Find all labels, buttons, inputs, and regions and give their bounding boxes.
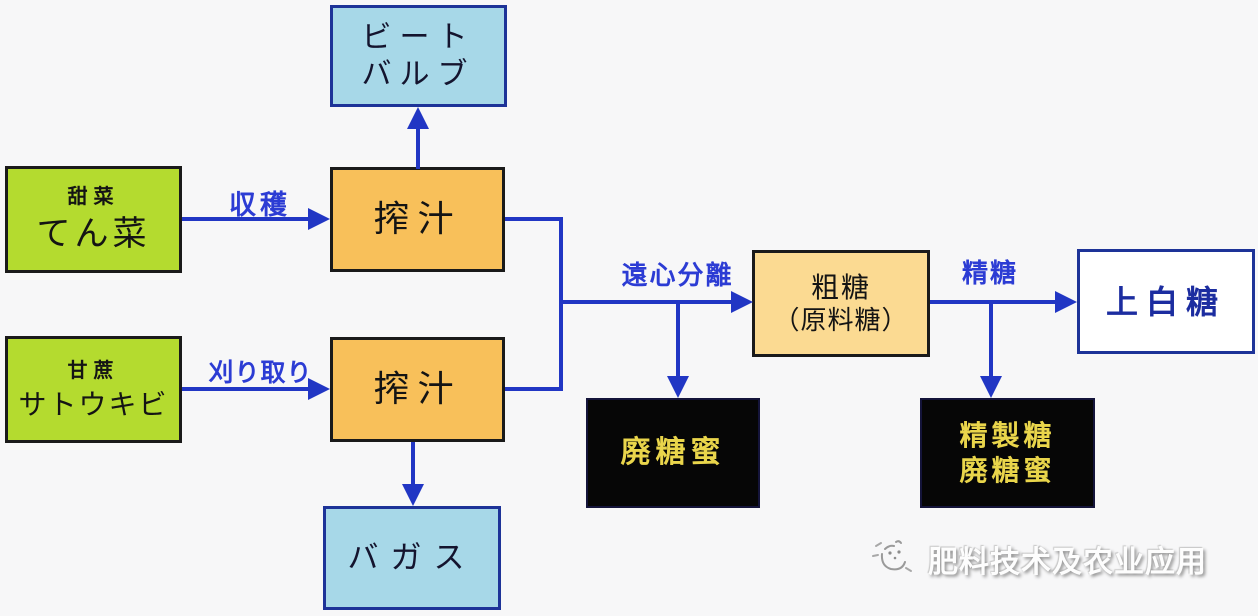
node-sugarcane-title: サトウキビ	[18, 387, 169, 421]
edge-label-refining: 精糖	[961, 259, 1018, 289]
node-raw-sugar-line2: （原料糖）	[773, 305, 909, 336]
arrow-cutting-line	[182, 387, 310, 391]
node-sugarcane: 甘蔗 サトウキビ	[5, 336, 182, 443]
arrow-centrifugation-line	[559, 300, 731, 304]
node-white-sugar: 上白糖	[1077, 249, 1255, 354]
arrow-harvest-line	[182, 217, 310, 221]
node-molasses-title: 廃糖蜜	[620, 435, 726, 471]
node-raw-sugar-line1: 粗糖	[810, 270, 871, 304]
arrow-refining-head-icon	[1055, 291, 1077, 313]
arrow-molasses-line	[676, 300, 680, 376]
node-press-cane-title: 搾汁	[373, 369, 462, 410]
node-beet-pulp-line2: バルブ	[361, 57, 476, 92]
arrow-refined-molasses-head-icon	[980, 376, 1002, 398]
arrow-bagasse-line	[411, 442, 415, 484]
node-sugar-beet-subtitle: 甜菜	[67, 183, 120, 208]
arrow-molasses-head-icon	[667, 376, 689, 398]
arrow-beet-pulp-line	[416, 129, 420, 169]
node-refined-molasses: 精製糖 廃糖蜜	[920, 398, 1095, 508]
edge-label-cutting: 刈り取り	[208, 358, 313, 387]
connector-merge-vertical	[559, 217, 563, 391]
node-bagasse-title: バガス	[347, 539, 477, 576]
node-press-beet-title: 搾汁	[373, 199, 462, 240]
connector-press-cane-out	[505, 387, 563, 391]
connector-press-beet-out	[505, 217, 563, 221]
node-refined-molasses-line1: 精製糖	[959, 419, 1056, 452]
node-molasses: 廃糖蜜	[586, 398, 760, 508]
arrow-beet-pulp-head-icon	[407, 107, 429, 129]
arrow-bagasse-head-icon	[402, 484, 424, 506]
edge-label-centrifugation: 遠心分離	[621, 261, 734, 291]
node-sugarcane-subtitle: 甘蔗	[67, 357, 120, 382]
node-bagasse: バガス	[323, 506, 501, 610]
node-sugar-beet: 甜菜 てん菜	[5, 166, 182, 273]
node-sugar-beet-title: てん菜	[36, 213, 151, 254]
node-refined-molasses-line2: 廃糖蜜	[959, 454, 1056, 487]
watermark: 肥料技术及农业应用	[868, 530, 1254, 588]
node-beet-pulp-line1: ビート	[361, 19, 476, 55]
node-white-sugar-title: 上白糖	[1105, 282, 1226, 321]
cat-face-sketch-icon	[868, 532, 918, 586]
arrow-harvest-head-icon	[308, 208, 330, 230]
watermark-text: 肥料技术及农业应用	[928, 545, 1207, 580]
edge-label-harvest: 収穫	[229, 190, 291, 221]
arrow-cutting-head-icon	[308, 378, 330, 400]
arrow-refined-molasses-line	[989, 300, 993, 376]
node-press-beet: 搾汁	[330, 167, 505, 272]
node-press-cane: 搾汁	[330, 337, 505, 442]
node-raw-sugar: 粗糖 （原料糖）	[752, 250, 930, 357]
arrow-centrifugation-head-icon	[731, 291, 753, 313]
node-beet-pulp: ビート バルブ	[330, 5, 507, 107]
